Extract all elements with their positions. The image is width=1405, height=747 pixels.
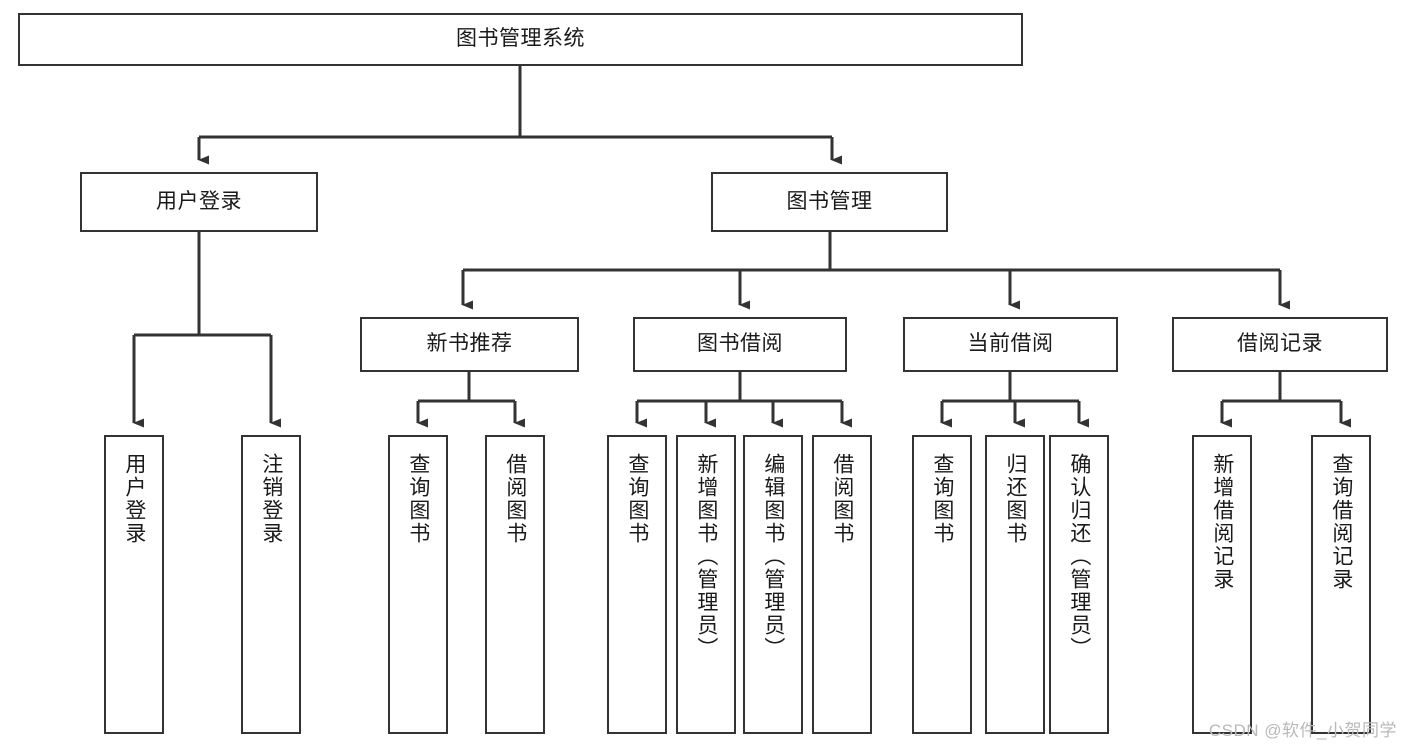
leaf-edit-book-admin-label: 编辑图书（管理员） [761, 453, 785, 660]
leaf-return-book[interactable]: 归还图书 [985, 435, 1045, 734]
leaf-add-book-admin-label: 新增图书（管理员） [694, 453, 718, 660]
node-current-borrow[interactable]: 当前借阅 [903, 317, 1118, 372]
node-borrow-records-label: 借阅记录 [1237, 332, 1323, 356]
leaf-add-borrow-record-label: 新增借阅记录 [1210, 453, 1234, 591]
node-user-login[interactable]: 用户登录 [80, 172, 318, 232]
leaf-user-login[interactable]: 用户登录 [104, 435, 164, 734]
leaf-confirm-return-admin[interactable]: 确认归还（管理员） [1049, 435, 1109, 734]
node-book-management[interactable]: 图书管理 [711, 172, 948, 232]
leaf-return-book-label: 归还图书 [1003, 453, 1027, 545]
leaf-edit-book-admin[interactable]: 编辑图书（管理员） [743, 435, 803, 734]
leaf-logout[interactable]: 注销登录 [241, 435, 301, 734]
leaf-query-borrow-record-label: 查询借阅记录 [1329, 453, 1353, 591]
csdn-watermark: CSDN @软件_小贺同学 [1208, 721, 1397, 740]
leaf-query-book-recommend[interactable]: 查询图书 [388, 435, 448, 734]
leaf-query-book-current[interactable]: 查询图书 [912, 435, 972, 734]
node-book-borrow-label: 图书借阅 [697, 332, 783, 356]
leaf-query-book-current-label: 查询图书 [930, 453, 954, 545]
node-new-book-recommend-label: 新书推荐 [426, 332, 513, 356]
node-book-borrow[interactable]: 图书借阅 [633, 317, 847, 372]
leaf-logout-label: 注销登录 [259, 453, 283, 545]
node-current-borrow-label: 当前借阅 [967, 332, 1054, 356]
leaf-borrow-book-label: 借阅图书 [830, 453, 854, 545]
leaf-add-borrow-record[interactable]: 新增借阅记录 [1192, 435, 1252, 734]
leaf-borrow-book[interactable]: 借阅图书 [812, 435, 872, 734]
leaf-query-book-recommend-label: 查询图书 [406, 453, 430, 545]
node-new-book-recommend[interactable]: 新书推荐 [360, 317, 579, 372]
leaf-user-login-label: 用户登录 [122, 453, 146, 545]
leaf-query-book-borrow-label: 查询图书 [625, 453, 649, 545]
node-borrow-records[interactable]: 借阅记录 [1172, 317, 1388, 372]
leaf-query-borrow-record[interactable]: 查询借阅记录 [1311, 435, 1371, 734]
node-root-label: 图书管理系统 [456, 27, 585, 51]
leaf-borrow-book-recommend[interactable]: 借阅图书 [485, 435, 545, 734]
leaf-query-book-borrow[interactable]: 查询图书 [607, 435, 667, 734]
node-book-management-label: 图书管理 [786, 189, 873, 213]
node-user-login-label: 用户登录 [156, 189, 242, 213]
leaf-borrow-book-recommend-label: 借阅图书 [503, 453, 527, 545]
leaf-add-book-admin[interactable]: 新增图书（管理员） [676, 435, 736, 734]
leaf-confirm-return-admin-label: 确认归还（管理员） [1067, 453, 1091, 660]
node-root[interactable]: 图书管理系统 [18, 13, 1023, 66]
